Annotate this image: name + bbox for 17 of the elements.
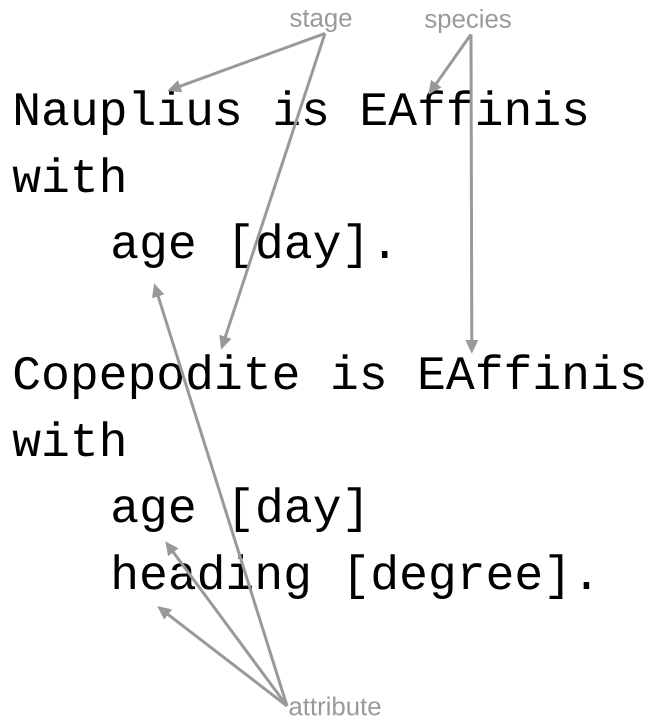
code-text: [degree].: [351, 554, 590, 599]
code-text: is: [276, 90, 326, 126]
code-text: is: [333, 354, 384, 390]
code-word: age: [113, 232, 194, 268]
code-text: with: [12, 157, 124, 192]
code-word: EAffinis: [420, 354, 644, 390]
annotation-label: species: [425, 8, 511, 33]
code-word: EAffinis: [363, 90, 586, 126]
annotation-label: attribute: [290, 696, 380, 716]
code-word: age: [113, 496, 194, 532]
code-word: Nauplius: [16, 90, 239, 135]
code-text: [day].: [236, 223, 388, 268]
code-word: heading: [114, 554, 308, 599]
code-text: [day]: [236, 487, 361, 532]
annotation-label: stage: [290, 10, 352, 32]
code-text: with: [12, 421, 124, 456]
code-word: Copepodite: [14, 354, 298, 399]
